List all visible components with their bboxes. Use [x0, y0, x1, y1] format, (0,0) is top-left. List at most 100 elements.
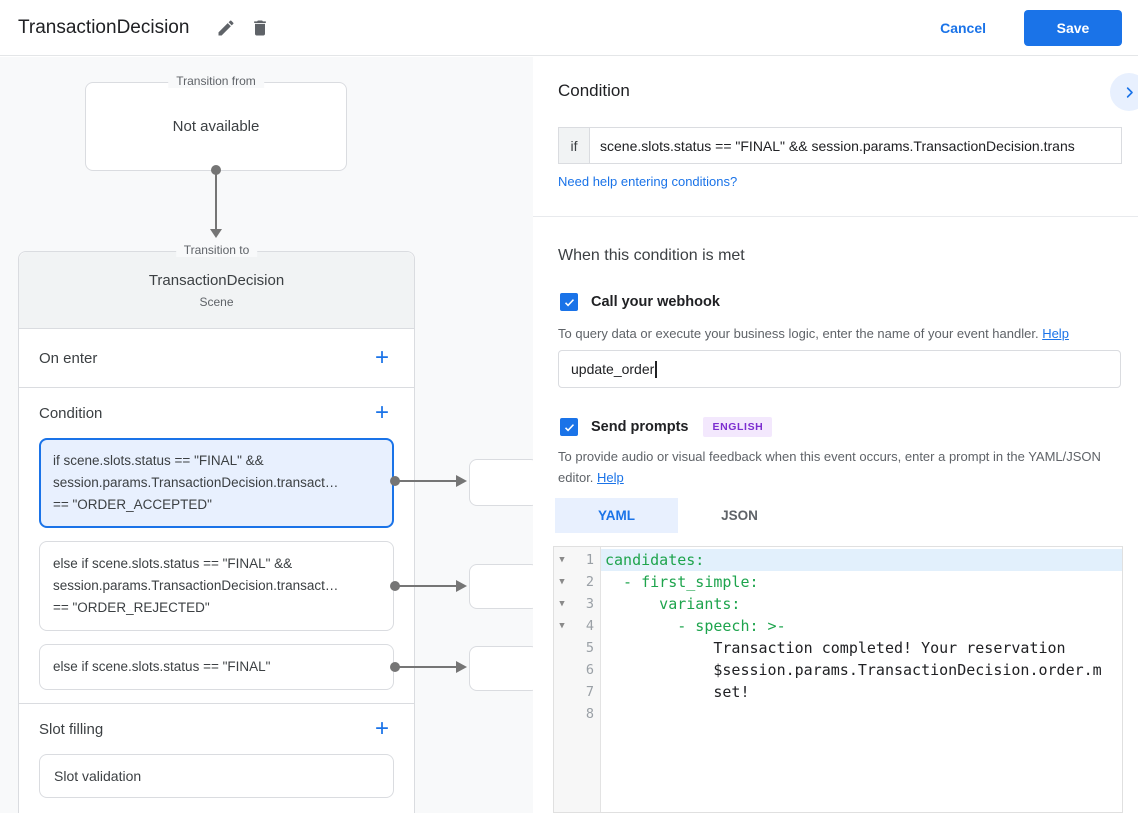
connector-line — [398, 585, 456, 587]
arrow-right-icon — [456, 661, 467, 673]
scene-name: TransactionDecision — [148, 272, 285, 289]
fold-toggle-icon[interactable]: ▼ — [559, 577, 565, 587]
page-title: TransactionDecision — [18, 16, 190, 38]
condition-item-line: session.params.TransactionDecision.trans… — [53, 475, 339, 490]
condition-item-line: session.params.TransactionDecision.trans… — [53, 578, 339, 593]
chevron-right-icon — [1122, 85, 1137, 100]
condition-item-line: if scene.slots.status == "FINAL" && — [53, 453, 264, 468]
gutter-row: ▼4 — [554, 615, 600, 637]
webhook-help-link[interactable]: Help — [1042, 326, 1069, 341]
language-badge: ENGLISH — [703, 417, 773, 437]
line-number: 5 — [585, 640, 594, 656]
scene-type-label: Scene — [199, 295, 234, 309]
panel-title: Condition — [558, 81, 630, 100]
arrow-down-icon — [210, 229, 222, 238]
add-on-enter-button[interactable]: + — [370, 346, 394, 370]
prompts-help-link[interactable]: Help — [597, 470, 624, 485]
add-condition-button[interactable]: + — [370, 401, 394, 425]
condition-expression-row: if scene.slots.status == "FINAL" && sess… — [558, 127, 1122, 164]
if-prefix-label: if — [559, 128, 590, 163]
condition-item[interactable]: else if scene.slots.status == "FINAL" &&… — [39, 541, 394, 631]
transition-from-legend: Transition from — [168, 74, 264, 88]
transition-to-legend: Transition to — [175, 243, 258, 257]
slot-filling-section-header: Slot filling + — [19, 704, 414, 754]
line-number: 6 — [585, 662, 594, 678]
prompts-description: To provide audio or visual feedback when… — [558, 446, 1114, 488]
connector-dot — [390, 662, 400, 672]
delete-scene-button[interactable] — [243, 11, 277, 45]
call-webhook-checkbox[interactable] — [560, 293, 578, 311]
webhook-name-input[interactable]: update_order — [558, 350, 1121, 388]
editor-format-tabs: YAML JSON — [555, 498, 801, 533]
line-number: 4 — [585, 618, 594, 634]
section-divider — [19, 703, 414, 704]
condition-detail-panel: Condition if scene.slots.status == "FINA… — [533, 57, 1138, 813]
send-prompts-row: Send prompts ENGLISH — [560, 417, 773, 437]
condition-item[interactable]: else if scene.slots.status == "FINAL" — [39, 644, 394, 690]
condition-item-line: == "ORDER_REJECTED" — [53, 600, 210, 615]
fold-toggle-icon[interactable]: ▼ — [559, 555, 565, 565]
code-line — [601, 703, 1122, 725]
condition-list: if scene.slots.status == "FINAL" && sessi… — [19, 438, 414, 690]
prompts-description-text: To provide audio or visual feedback when… — [558, 449, 1101, 485]
edit-scene-button[interactable] — [209, 11, 243, 45]
webhook-name-value: update_order — [571, 361, 655, 377]
slot-validation-item[interactable]: Slot validation — [39, 754, 394, 798]
connector-dot — [390, 476, 400, 486]
send-prompts-checkbox[interactable] — [560, 418, 578, 436]
transition-to-card: Transition to TransactionDecision Scene … — [18, 243, 415, 813]
line-number: 8 — [585, 706, 594, 722]
connector-dot — [211, 165, 221, 175]
transition-target-node[interactable] — [469, 564, 533, 609]
fold-toggle-icon[interactable]: ▼ — [559, 599, 565, 609]
code-line: candidates: — [601, 549, 1122, 571]
top-bar: TransactionDecision Cancel Save — [0, 0, 1138, 56]
trash-icon — [250, 18, 270, 38]
scene-card-header: TransactionDecision Scene — [19, 252, 414, 329]
code-line: - first_simple: — [605, 573, 759, 591]
gutter-row: 6 — [554, 659, 600, 681]
condition-item-line: else if scene.slots.status == "FINAL" — [53, 659, 271, 674]
line-number: 7 — [585, 684, 594, 700]
condition-section-label: Condition — [39, 404, 103, 422]
tab-yaml[interactable]: YAML — [555, 498, 678, 533]
gutter-row: ▼2 — [554, 571, 600, 593]
webhook-description-text: To query data or execute your business l… — [558, 326, 1043, 341]
save-button[interactable]: Save — [1024, 9, 1122, 46]
connector-line — [215, 172, 217, 230]
panel-divider — [533, 216, 1138, 217]
collapse-panel-button[interactable] — [1110, 73, 1138, 111]
gutter-row: ▼3 — [554, 593, 600, 615]
when-condition-met-title: When this condition is met — [558, 247, 745, 264]
cancel-button[interactable]: Cancel — [940, 19, 986, 36]
line-number: 2 — [585, 574, 594, 590]
checkmark-icon — [563, 296, 576, 309]
code-line: $session.params.TransactionDecision.orde… — [605, 661, 1102, 679]
editor-code-area[interactable]: candidates: - first_simple: variants: - … — [601, 547, 1122, 812]
on-enter-label: On enter — [39, 349, 98, 367]
condition-item-line: == "ORDER_ACCEPTED" — [53, 497, 212, 512]
conditions-help-link[interactable]: Need help entering conditions? — [558, 174, 738, 189]
slot-filling-label: Slot filling — [39, 720, 104, 738]
condition-item-line: else if scene.slots.status == "FINAL" && — [53, 556, 293, 571]
call-webhook-label: Call your webhook — [591, 294, 720, 310]
tab-json[interactable]: JSON — [721, 508, 758, 523]
pencil-icon — [216, 18, 236, 38]
transition-target-node[interactable] — [469, 459, 533, 506]
arrow-right-icon — [456, 475, 467, 487]
add-slot-button[interactable]: + — [370, 717, 394, 741]
line-number: 1 — [585, 552, 594, 568]
condition-expression-input[interactable]: scene.slots.status == "FINAL" && session… — [600, 137, 1075, 154]
on-enter-section: On enter + — [19, 329, 414, 388]
connector-line — [398, 480, 456, 482]
checkmark-icon — [563, 421, 576, 434]
fold-toggle-icon[interactable]: ▼ — [559, 621, 565, 631]
condition-item[interactable]: if scene.slots.status == "FINAL" && sessi… — [39, 438, 394, 528]
transition-target-node[interactable] — [469, 646, 533, 691]
transition-from-value: Not available — [172, 118, 260, 135]
code-line: variants: — [605, 595, 741, 613]
flow-diagram-canvas: Transition from Not available Transition… — [0, 57, 533, 813]
send-prompts-label: Send prompts — [591, 419, 689, 435]
